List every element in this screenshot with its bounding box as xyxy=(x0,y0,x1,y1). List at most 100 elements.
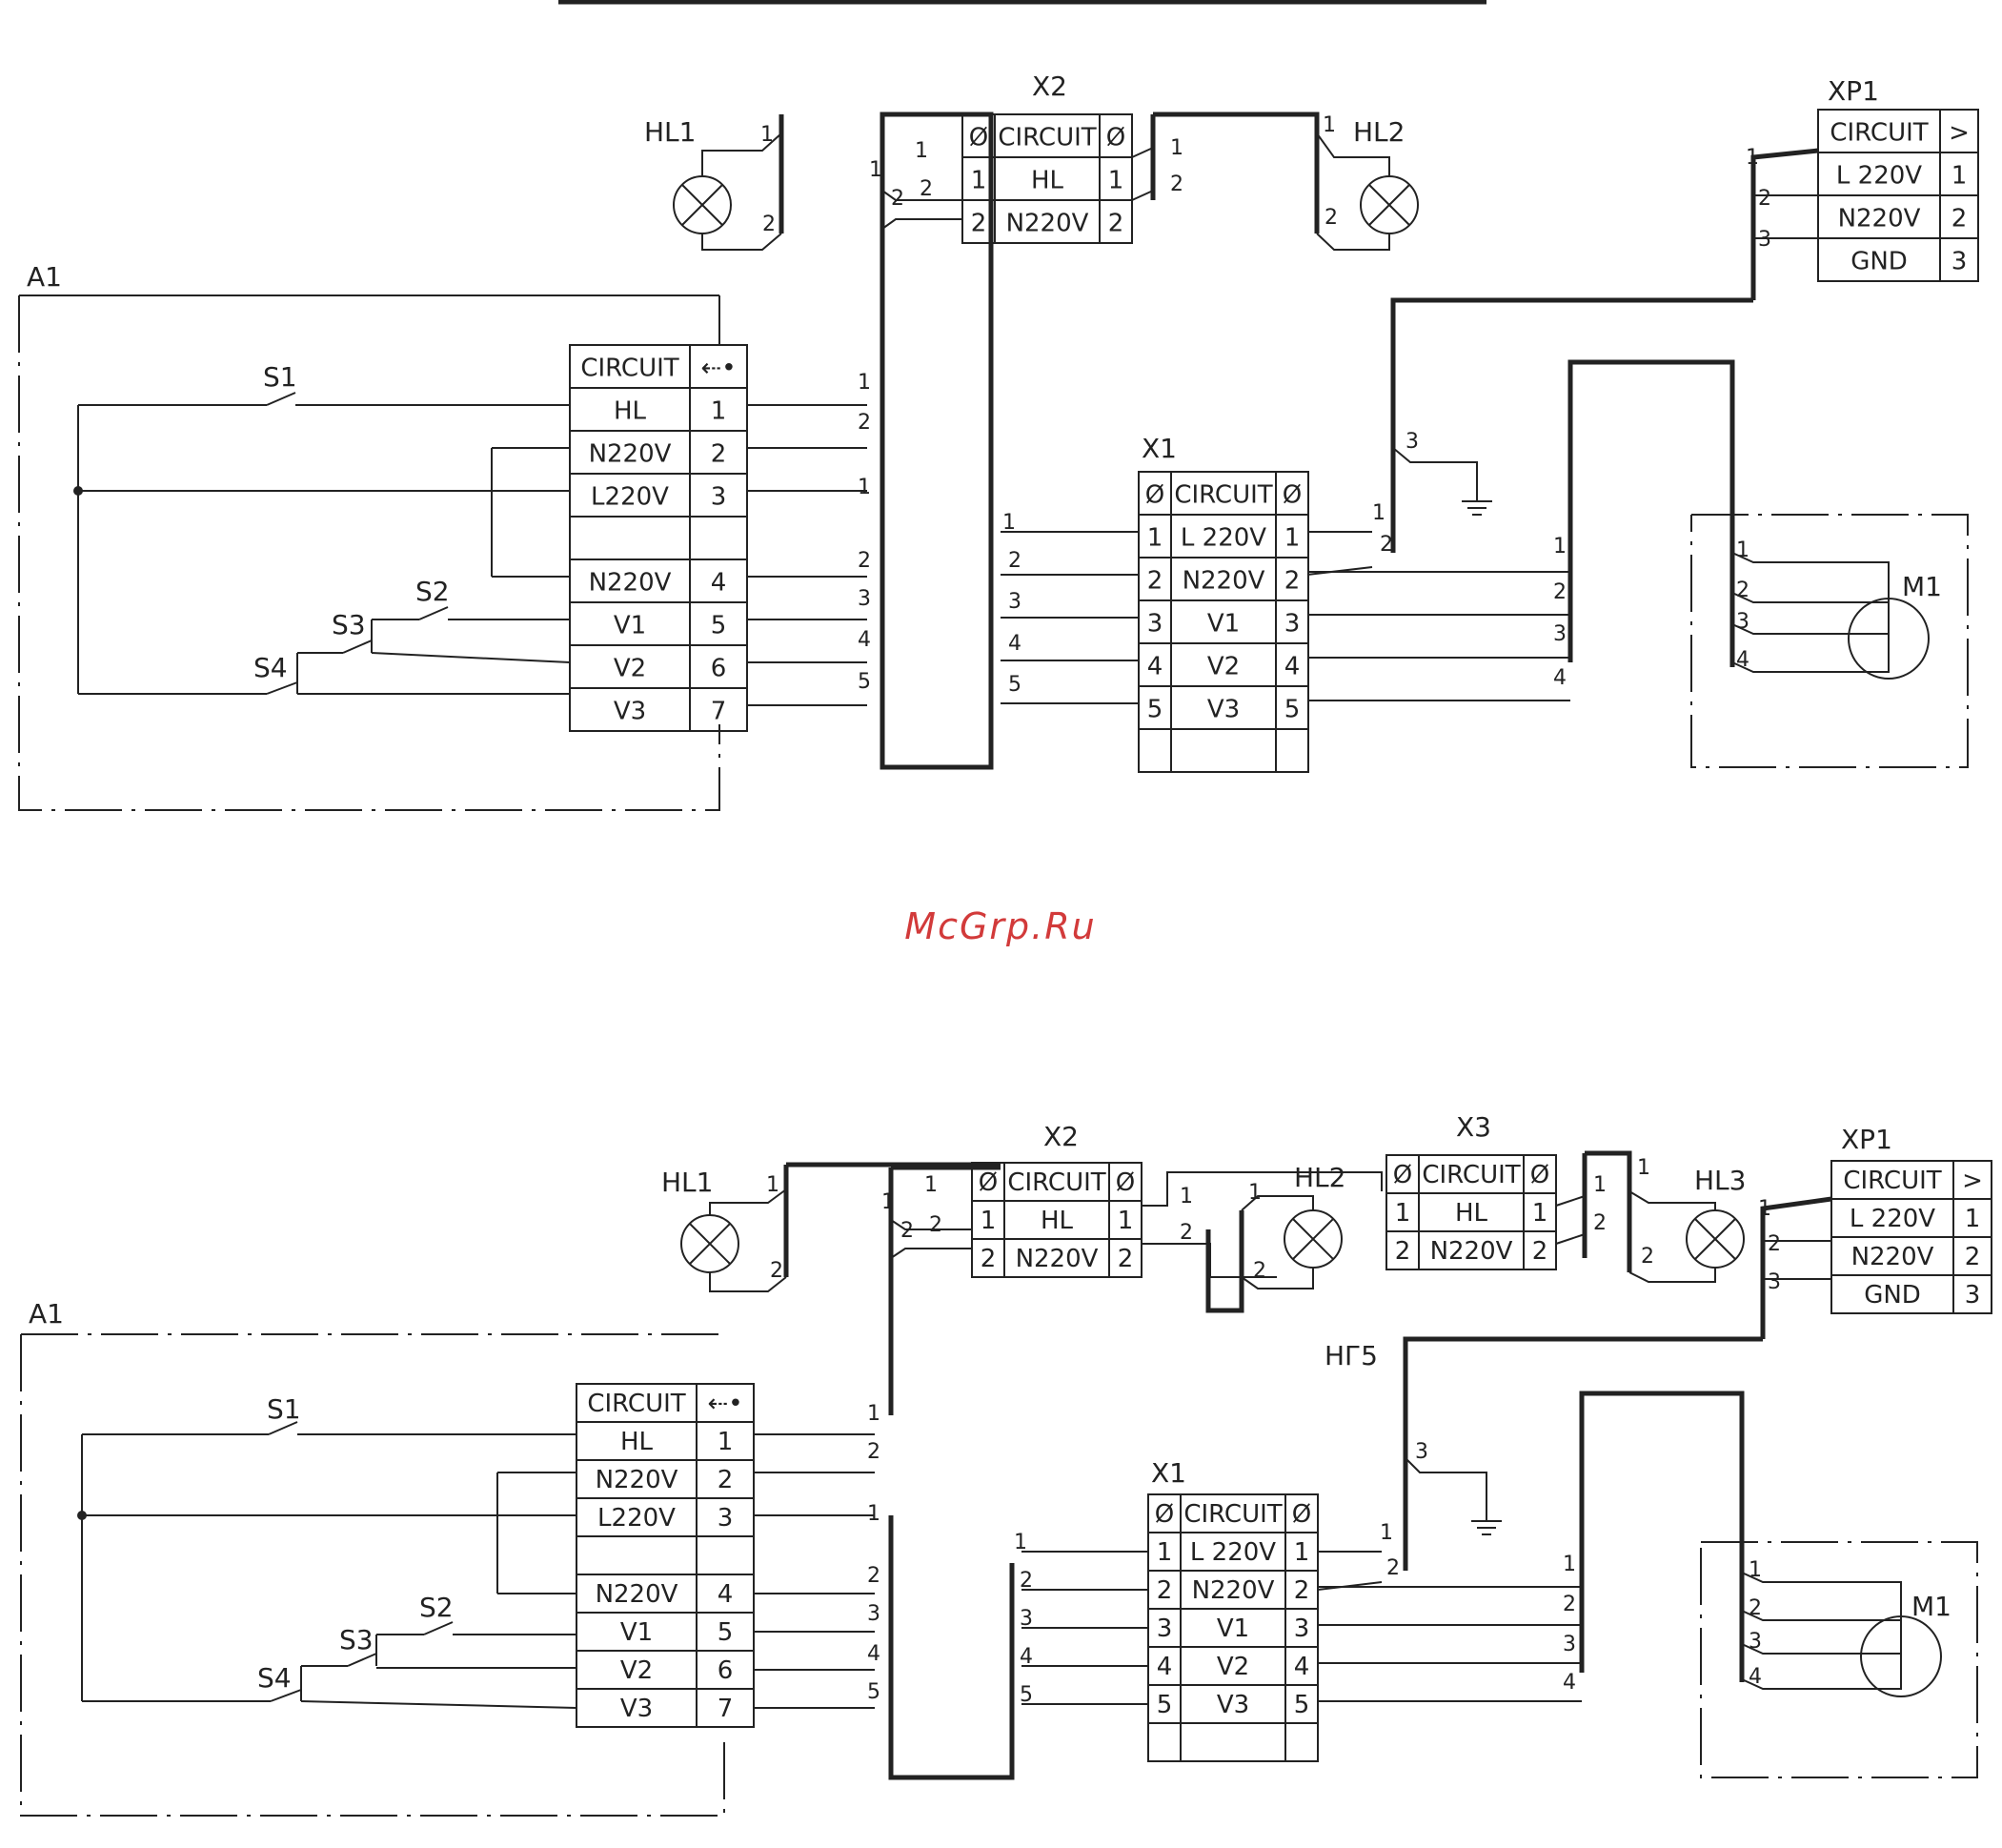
pin-number: 1 xyxy=(1736,538,1749,562)
pin-number: 3 xyxy=(1768,1270,1781,1294)
pin-number: 3 xyxy=(1008,590,1021,614)
pin-number: 5 xyxy=(867,1680,880,1704)
gnd-wire xyxy=(1405,1457,1487,1506)
a1-table-cell: V3 xyxy=(614,697,646,725)
s2-label: S2 xyxy=(419,1592,454,1623)
xp1-harness xyxy=(1760,1196,1832,1339)
a1-table-header: CIRCUIT xyxy=(587,1390,685,1418)
x3-out-wire xyxy=(1555,1233,1586,1245)
x2-label: X2 xyxy=(1043,1121,1079,1152)
pin-number: 2 xyxy=(920,177,933,201)
x2-table-header: CIRCUIT xyxy=(998,123,1096,152)
a1-table-header: ⇠• xyxy=(707,1390,742,1418)
m1-frame xyxy=(1700,1541,1978,1778)
xp1-table-header: CIRCUIT xyxy=(1830,118,1928,147)
x1-table-cell: L 220V xyxy=(1190,1538,1276,1567)
s3-wire xyxy=(371,652,571,663)
a1-table-cell: 7 xyxy=(711,697,727,725)
xp1-table-cell: 3 xyxy=(1951,247,1968,275)
x1-table-cell: V2 xyxy=(1217,1653,1249,1681)
pin-number: 1 xyxy=(1170,136,1183,160)
x2-wire xyxy=(890,1248,972,1259)
x1-table-cell: 2 xyxy=(1157,1576,1173,1605)
pin-number: 1 xyxy=(858,371,871,395)
x1-table-cell: 3 xyxy=(1294,1614,1310,1643)
pin-number: 4 xyxy=(1749,1665,1762,1689)
xp1-table-header: > xyxy=(1962,1167,1983,1195)
pin-number: 3 xyxy=(858,587,871,611)
s4-switch-blade xyxy=(270,1689,302,1702)
motor-wire xyxy=(1731,552,1890,599)
x3-out-wire xyxy=(1555,1195,1586,1207)
pin-number: 1 xyxy=(1180,1185,1193,1208)
pin-number: 1 xyxy=(1563,1553,1576,1576)
pin-number: 5 xyxy=(858,670,871,694)
pin-number: 2 xyxy=(867,1564,880,1588)
l220-harness xyxy=(1390,297,1753,553)
x2-table-header: Ø xyxy=(1116,1168,1135,1197)
hl2-wire xyxy=(1241,1195,1314,1211)
x1-table-cell: 1 xyxy=(1294,1538,1310,1567)
pin-number: 2 xyxy=(1736,579,1749,602)
pin-number: 2 xyxy=(1170,173,1183,196)
motor-wire xyxy=(1741,1610,1902,1621)
x1-table-header: Ø xyxy=(1292,1500,1311,1529)
s2-label: S2 xyxy=(415,576,450,607)
x1-table-cell: V1 xyxy=(1207,609,1240,638)
hl2-wire xyxy=(1241,1268,1314,1290)
pin-number: 3 xyxy=(1405,430,1419,454)
x1-table-header: Ø xyxy=(1283,480,1302,509)
x2-out-wire xyxy=(1131,147,1154,158)
a1-table-cell: HL xyxy=(614,396,647,425)
s3-label: S3 xyxy=(339,1624,374,1655)
xp1-table-cell: 1 xyxy=(1965,1205,1981,1233)
x2-table-cell: 1 xyxy=(981,1207,997,1235)
motor-wire xyxy=(1731,599,1890,635)
pin-number: 2 xyxy=(1749,1596,1762,1620)
pin-number: 2 xyxy=(858,411,871,435)
x2-out-wire xyxy=(1131,190,1154,201)
pin-number: 1 xyxy=(1014,1531,1027,1554)
x3-table-cell: 2 xyxy=(1395,1237,1411,1266)
a1-table-cell: 4 xyxy=(718,1580,734,1609)
pin-number: 2 xyxy=(900,1219,914,1243)
pin-number: 2 xyxy=(1020,1569,1033,1593)
xp1-table-cell: 2 xyxy=(1965,1243,1981,1271)
s2-switch-blade xyxy=(423,1621,454,1635)
xp1-label: XP1 xyxy=(1828,75,1879,107)
a1-table-cell: 5 xyxy=(711,611,727,640)
hl2-wire xyxy=(1142,1171,1383,1207)
pin-number: 2 xyxy=(1180,1221,1193,1245)
pin-number: 1 xyxy=(1746,146,1759,170)
pin-number: 2 xyxy=(770,1259,783,1283)
xp1-table-cell: N220V xyxy=(1838,204,1921,233)
note-label: НГ5 xyxy=(1325,1340,1378,1371)
pin-number: 1 xyxy=(1553,535,1567,558)
s1-label: S1 xyxy=(267,1393,301,1425)
x2-table-header: Ø xyxy=(969,123,988,152)
a1-table-cell: 6 xyxy=(718,1656,734,1685)
x3-table-cell: N220V xyxy=(1430,1237,1513,1266)
pin-number: 2 xyxy=(1593,1211,1607,1235)
pin-number: 1 xyxy=(1002,511,1016,535)
s3-switch-blade xyxy=(342,640,373,654)
s1-switch-blade xyxy=(268,1421,298,1435)
pin-number: 2 xyxy=(1380,533,1393,557)
pin-number: 1 xyxy=(1380,1521,1393,1545)
pin-number: 1 xyxy=(766,1173,779,1197)
pin-number: 2 xyxy=(762,213,776,236)
x3-table-cell: 1 xyxy=(1532,1199,1548,1228)
x1-table-header: CIRCUIT xyxy=(1183,1500,1282,1529)
x2-wire xyxy=(881,218,962,230)
gnd-wire xyxy=(1392,447,1478,486)
x1-table-cell: 1 xyxy=(1284,523,1301,552)
x1-table-cell: 4 xyxy=(1147,652,1163,680)
a1-table-cell: N220V xyxy=(596,1466,678,1494)
x1-table-cell: N220V xyxy=(1192,1576,1275,1605)
a1-table-cell: 6 xyxy=(711,654,727,682)
hl2-wire xyxy=(1316,132,1390,176)
a1-table-cell: 2 xyxy=(711,439,727,468)
s2-switch-blade xyxy=(418,606,449,620)
x2-wire xyxy=(890,1219,972,1230)
pin-number: 1 xyxy=(760,123,774,147)
